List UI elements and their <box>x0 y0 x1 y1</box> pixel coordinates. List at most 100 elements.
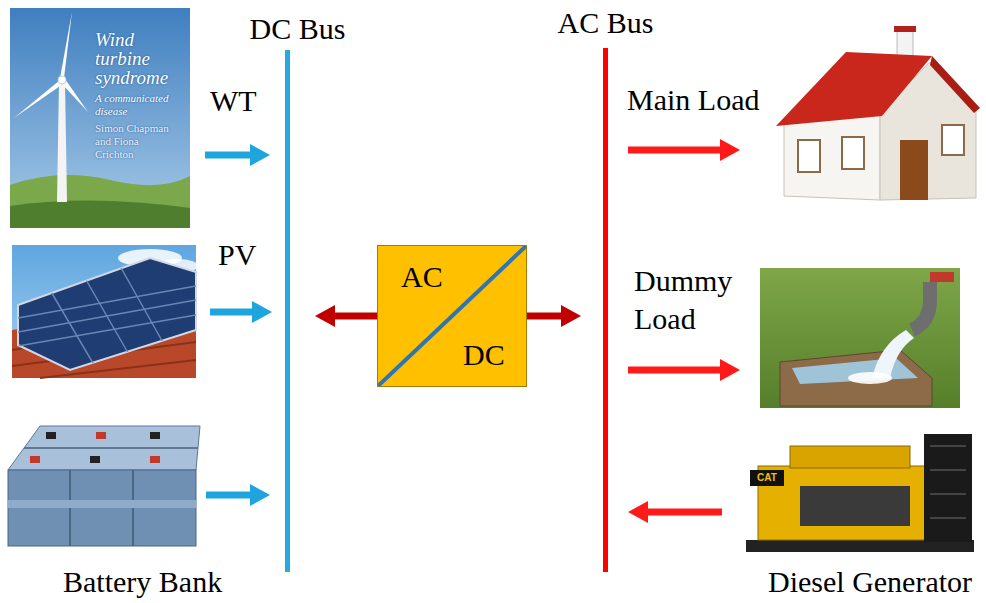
converter-label: AC <box>401 260 443 295</box>
terminal <box>30 456 40 463</box>
terminal <box>150 456 160 463</box>
turbine-blade <box>14 80 63 118</box>
cover-field <box>10 200 190 228</box>
grid-line <box>85 278 135 365</box>
water-jet <box>872 330 914 378</box>
door <box>900 140 928 200</box>
trough <box>780 350 932 406</box>
text-slot: AC <box>401 260 443 295</box>
text-slot: Dummy Load <box>634 262 764 338</box>
power-flow-arrow <box>206 492 258 499</box>
cover-hills <box>10 175 190 228</box>
dc-bus-bar: DC Bus <box>285 50 290 572</box>
turbine-blade <box>60 12 72 78</box>
text-slot: DC Bus <box>250 12 346 47</box>
turbine-hub <box>58 76 66 84</box>
panel-grid <box>18 266 196 375</box>
terminal <box>150 432 160 439</box>
power-flow-arrow <box>628 147 728 154</box>
radiator-grille <box>930 517 966 519</box>
chimney-cap <box>894 26 916 32</box>
text-slot: Wind turbine syndrome <box>95 30 177 87</box>
turbine-blade <box>61 79 88 112</box>
wind-turbine-cover <box>10 8 190 228</box>
solar-panel <box>18 258 196 370</box>
power-flow-arrow <box>628 367 728 374</box>
cover-sky <box>10 8 190 228</box>
bus-label: AC Bus <box>558 6 654 41</box>
text-slot: DC <box>463 338 505 373</box>
power-flow-arrow <box>527 313 569 320</box>
logo-text: CAT <box>750 471 784 485</box>
radiator-grille <box>930 469 966 471</box>
diagonal-line <box>378 246 526 386</box>
converter-label: DC <box>463 338 505 373</box>
grid-line <box>120 266 170 355</box>
grid-line <box>50 290 100 375</box>
radiator-grille <box>930 493 966 495</box>
text-slot: Battery Bank <box>63 565 222 600</box>
converter-box: AC DC <box>377 245 527 387</box>
cell-divider <box>24 447 198 449</box>
source-label: Diesel Generator <box>768 565 972 600</box>
pv-sky <box>12 245 196 378</box>
terminal <box>90 456 100 463</box>
text-slot: PV <box>218 238 256 273</box>
text-slot: A communicated disease <box>95 92 183 118</box>
book-title: Wind turbine syndrome <box>95 30 177 87</box>
grid-line <box>18 315 196 346</box>
pipe <box>912 282 930 330</box>
book-subtitle: A communicated disease <box>95 92 183 118</box>
load-label: Dummy Load <box>634 262 764 338</box>
ac-bus-bar: AC Bus <box>603 48 608 572</box>
load-label: Main Load <box>627 83 759 118</box>
engine-block <box>800 486 910 526</box>
battery-stripe <box>8 500 196 508</box>
window <box>942 125 964 155</box>
turbine-tower <box>57 82 67 202</box>
battery-top <box>8 426 200 470</box>
pv-roof-picture <box>12 245 198 378</box>
diesel-generator-picture <box>746 434 974 552</box>
source-label: WT <box>210 84 257 119</box>
grass <box>760 268 960 408</box>
main-load: Main Load <box>768 20 980 210</box>
power-flow-arrow <box>327 313 377 320</box>
splash <box>848 372 892 384</box>
text-slot: AC Bus <box>558 6 654 41</box>
power-flow-arrow <box>640 509 722 516</box>
terminal <box>46 432 56 439</box>
window <box>842 137 864 169</box>
text-slot: CAT <box>750 471 784 485</box>
power-flow-arrow <box>210 309 260 316</box>
diesel-generator: Diesel Generator <box>740 430 975 555</box>
power-flow-arrow <box>205 152 258 159</box>
sign <box>930 272 954 282</box>
text-slot: Diesel Generator <box>768 565 972 600</box>
grid-line <box>18 286 196 318</box>
radiator <box>924 434 972 542</box>
battery-source: Battery Bank <box>5 420 200 548</box>
house-wall <box>784 112 880 200</box>
window <box>798 140 820 172</box>
bus-label: DC Bus <box>250 12 346 47</box>
source-label: Battery Bank <box>63 565 222 600</box>
pv-source: PV <box>12 245 196 378</box>
text-slot: WT <box>210 84 257 119</box>
dummy-load: Dummy Load <box>760 268 960 408</box>
trough-water <box>792 358 918 384</box>
book-authors: Simon Chapman and Fiona Crichton <box>95 122 175 161</box>
house-roof <box>776 52 932 126</box>
text-slot: Simon Chapman and Fiona Crichton <box>95 122 175 161</box>
roof-edge <box>930 56 980 113</box>
water-pump-picture <box>760 268 960 408</box>
text-slot: Main Load <box>627 83 759 118</box>
battery-bank-picture <box>8 426 200 546</box>
engine-top <box>790 446 910 468</box>
terminal <box>96 432 106 439</box>
battery-front <box>8 470 196 546</box>
house-picture <box>776 26 980 200</box>
source-label: PV <box>218 238 256 273</box>
